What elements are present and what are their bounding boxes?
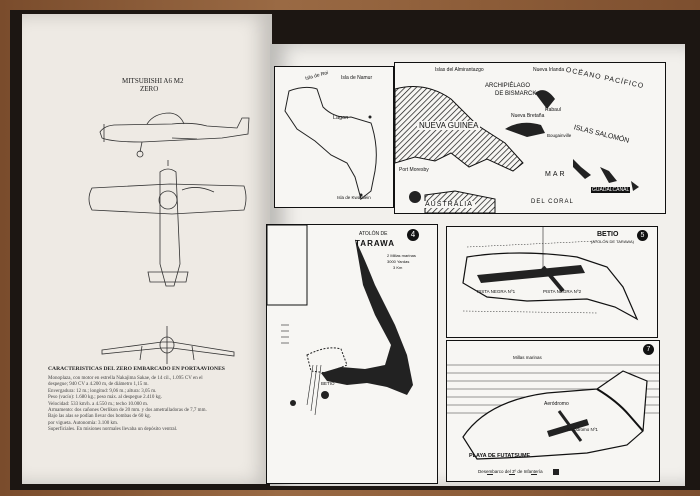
map-betio: BETIO (ATOLÓN DE TARAWA) 5 PISTA NEGRA N…	[446, 226, 658, 338]
scale-km: 3 Km	[393, 265, 403, 270]
label-desembarco: Desembarco del 3º de Infantería	[477, 469, 544, 474]
front-view-drawing	[101, 326, 235, 364]
label-aerodromo: Aeródromo	[543, 401, 570, 407]
side-view-drawing	[99, 112, 250, 158]
label-new-guinea: NUEVA GUINEA	[417, 121, 481, 130]
tarawa-title-line2: TARAWA	[355, 239, 396, 248]
scale-yards: 3000 Yardas	[387, 259, 410, 264]
label-rabaul: Rabaul	[545, 107, 561, 113]
label-bismarck: DE BISMARCK	[495, 91, 537, 97]
caption-body: Monoplaza, con motor en estrella Nakajim…	[48, 376, 268, 434]
map3-number-badge: 4	[407, 229, 419, 241]
tarawa-map-drawing	[267, 225, 413, 416]
label-coral: DEL CORAL	[531, 199, 574, 205]
left-page: MITSUBISHI A6 M2 ZERO	[22, 14, 272, 484]
label-kwajalein: Isla de Kwajalein	[337, 195, 371, 200]
right-page: Isla de Roi Isla de Namur Lagon Isla de …	[266, 44, 685, 486]
betio-map-drawing	[462, 227, 639, 321]
betio-title: BETIO	[597, 231, 619, 238]
label-namur: Isla de Namur	[341, 75, 373, 81]
map-tarawa: 4 ATOLÓN DE TARAWA 2 Millas marinas 3000…	[266, 224, 438, 484]
label-bougainville: Bougainville	[547, 133, 572, 138]
label-new-britain: Nueva Bretaña	[511, 113, 545, 119]
map-aerodrome: 7 Millas marinas Aeródromo Aeródromo Nº1…	[446, 340, 660, 482]
caption-line: Bajo las alas se podían llevar dos bomba…	[48, 414, 151, 420]
map5-number-badge: 7	[643, 344, 654, 355]
label-aerodromo-1: Aeródromo Nº1	[567, 427, 598, 432]
caption-line: por vigueta. Autonomía: 3.100 km.	[48, 420, 119, 426]
label-new-ireland: Nueva Irlanda	[533, 67, 565, 73]
caption-line: Monoplaza, con motor en estrella Nakajim…	[48, 376, 203, 381]
caption-line: Envergadura: 12 m.; longitud: 9,06 m.; a…	[48, 388, 157, 394]
label-archipelago: ARCHIPIÉLAGO	[485, 83, 531, 89]
label-futatsume: PLAYA DE FUTATSUME	[469, 453, 531, 459]
label-australia: AUSTRALIA	[423, 201, 475, 208]
scale-miles: 2 Millas marinas	[387, 253, 416, 258]
label-pista-2: PISTA NEGRA Nº2	[543, 289, 582, 294]
map-kwajalein: Isla de Roi Isla de Namur Lagon Isla de …	[274, 66, 394, 208]
label-pista-1: PISTA NEGRA Nº1	[477, 289, 516, 294]
label-mar: MAR	[545, 171, 567, 178]
top-view-drawing	[88, 160, 247, 287]
tarawa-title-line1: ATOLÓN DE	[359, 231, 388, 237]
label-millas: Millas marinas	[511, 355, 544, 360]
map-new-guinea: Islas del Almirantazgo Nueva Irlanda ARC…	[394, 62, 666, 214]
caption-line: Armamento: dos cañones Oerlikon de 20 mm…	[48, 408, 207, 414]
label-admiralty: Islas del Almirantazgo	[435, 67, 484, 73]
label-betio-small: BETIO	[321, 381, 335, 386]
aircraft-subtitle: ZERO	[140, 85, 159, 93]
betio-subtitle: (ATOLÓN DE TARAWA)	[591, 239, 634, 244]
aerodrome-map-drawing	[447, 364, 659, 475]
aircraft-drawings	[88, 112, 250, 364]
caption-line: Superficiales. En misiones normales llev…	[48, 427, 178, 433]
caption-line: despegue; 940 CV a 4.200 m, de diámetro …	[48, 382, 149, 388]
caption-heading: CARACTERISTICAS DEL ZERO EMBARCADO EN PO…	[48, 366, 225, 372]
label-guadalcanal: GUADALCANAL	[591, 187, 631, 193]
label-lagon: Lagon	[333, 115, 349, 121]
aircraft-title: MITSUBISHI A6 M2	[122, 77, 184, 85]
caption-line: Velocidad: 533 km/h. a 4.550 m.; techo 1…	[48, 401, 149, 407]
label-port-moresby: Port Moresby	[399, 167, 429, 173]
kwajalein-map-drawing	[284, 86, 377, 200]
caption-line: Peso (vacío): 1.680 kg.; peso máx. al de…	[48, 395, 162, 401]
map4-number-badge: 5	[637, 230, 648, 241]
